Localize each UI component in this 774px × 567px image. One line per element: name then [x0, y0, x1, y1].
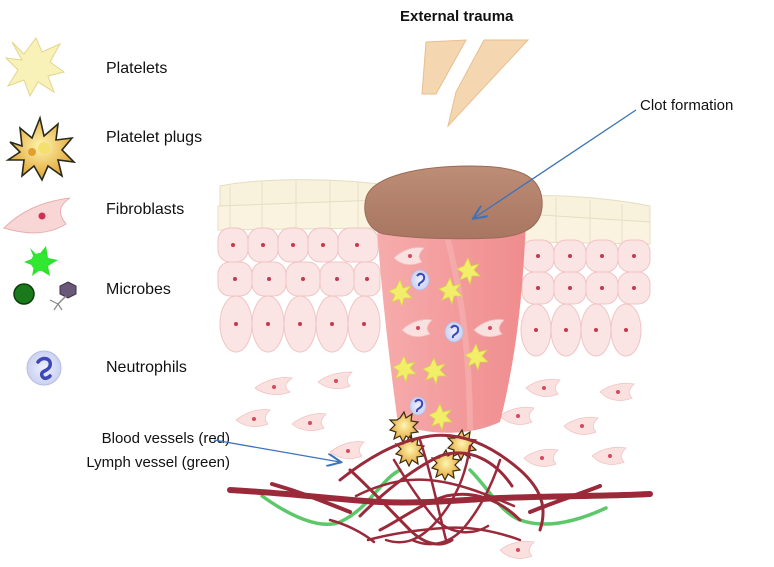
epidermis-right — [525, 196, 650, 244]
dermis-cells-right — [521, 240, 650, 356]
platelet-icon — [6, 38, 64, 96]
neutrophil-icon — [27, 351, 61, 385]
epidermis-left — [218, 180, 380, 230]
vessel-arrow — [214, 440, 340, 462]
dermis-cells-left — [218, 228, 380, 352]
fibroblast-icon — [4, 198, 70, 233]
platelet-plug-icon — [8, 118, 74, 180]
external-trauma-shards — [422, 40, 528, 126]
bacterium-icon — [14, 284, 34, 304]
bacteriophage-icon — [50, 282, 76, 310]
blood-clot — [365, 166, 542, 239]
microbe-green-icon — [24, 246, 58, 276]
wound-cavity — [376, 206, 526, 433]
blood-vessel-network — [230, 435, 650, 544]
